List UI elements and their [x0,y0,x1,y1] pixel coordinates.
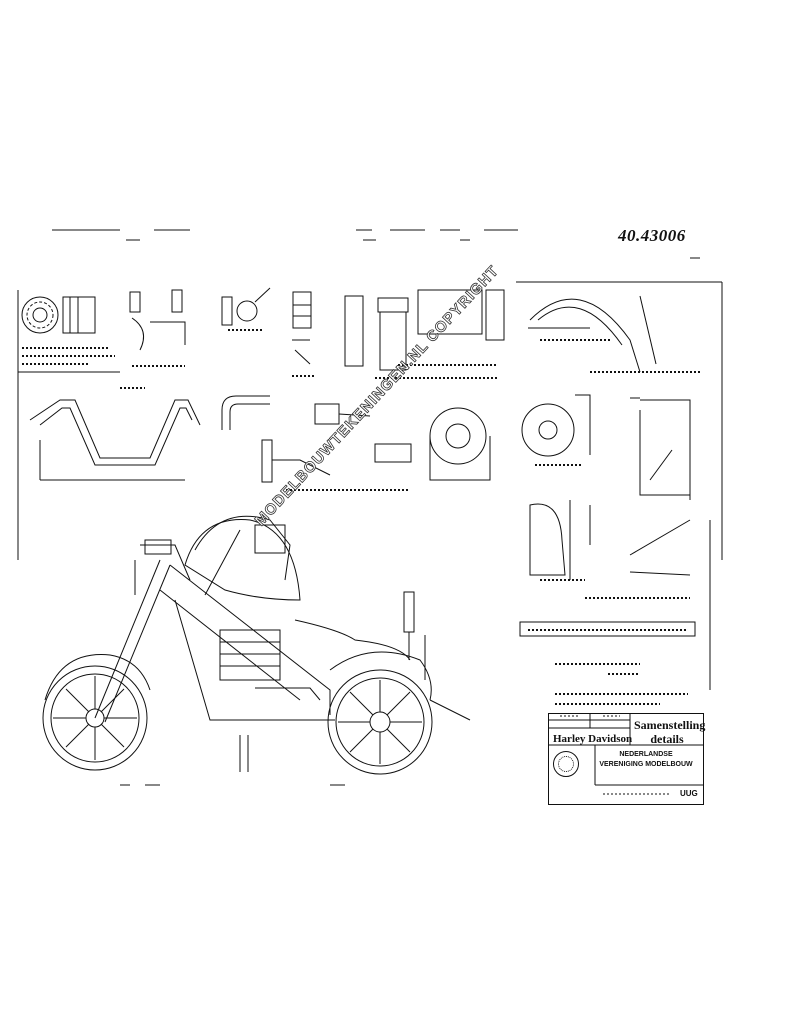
rear-wheel-spokes [338,680,422,764]
detail-stacked-parts [292,291,314,377]
detail-hub [21,296,115,365]
detail-engine-side [429,407,491,481]
detail-tank-bracket [344,289,505,379]
organization-name: NEDERLANDSE VERENIGING MODELBOUW [599,751,693,768]
detail-handlebar [29,387,201,481]
detail-frame-corner [630,397,691,500]
model-name: Harley Davidson [553,733,633,745]
frame-left [17,290,120,560]
drawing-title: Samenstelling details [634,718,706,746]
detail-lever [261,403,412,491]
detail-fender [528,295,700,373]
motorcycle-side-view [42,515,471,786]
detail-strut [585,519,711,690]
top-border-lines [52,229,723,560]
detail-cog [521,394,591,466]
detail-small-part [221,287,271,331]
detail-seat [529,500,591,581]
title-block-lines [548,713,704,795]
front-wheel-spokes [53,676,137,760]
sheet-code: UUG [680,789,698,798]
association-seal-icon [553,751,579,777]
drawing-number: 40.43006 [618,226,686,245]
title-block [548,713,704,805]
detail-fork-bracket [129,289,186,367]
notes [519,621,696,705]
detail-pipe-bend [221,395,270,430]
